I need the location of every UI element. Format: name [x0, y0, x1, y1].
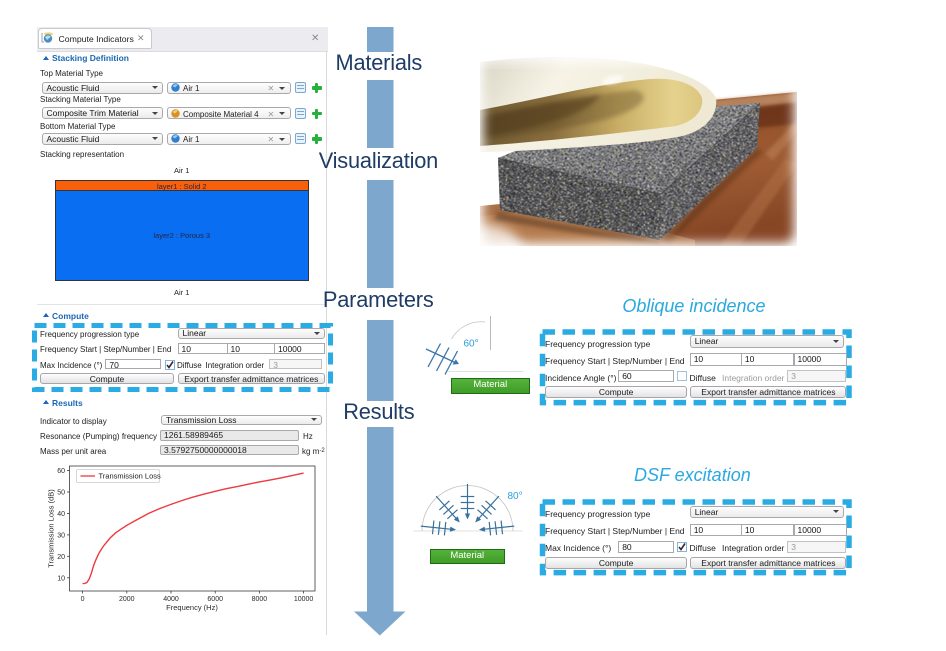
svg-text:80°: 80° — [508, 491, 523, 502]
svg-text:60°: 60° — [464, 339, 479, 350]
svg-text:4000: 4000 — [163, 596, 179, 603]
svg-text:50: 50 — [57, 490, 65, 497]
svg-text:6000: 6000 — [207, 596, 223, 603]
svg-text:8000: 8000 — [252, 596, 268, 603]
svg-text:20: 20 — [57, 554, 65, 561]
svg-text:Transmission Loss (dB): Transmission Loss (dB) — [47, 489, 56, 568]
svg-text:Frequency (Hz): Frequency (Hz) — [166, 603, 218, 612]
svg-text:0: 0 — [81, 596, 85, 603]
svg-text:10: 10 — [57, 575, 65, 582]
svg-text:40: 40 — [57, 511, 65, 518]
svg-text:60: 60 — [57, 468, 65, 475]
svg-text:2000: 2000 — [119, 596, 135, 603]
svg-text:Transmission Loss: Transmission Loss — [99, 472, 161, 481]
svg-text:10000: 10000 — [294, 596, 314, 603]
svg-text:30: 30 — [57, 532, 65, 539]
